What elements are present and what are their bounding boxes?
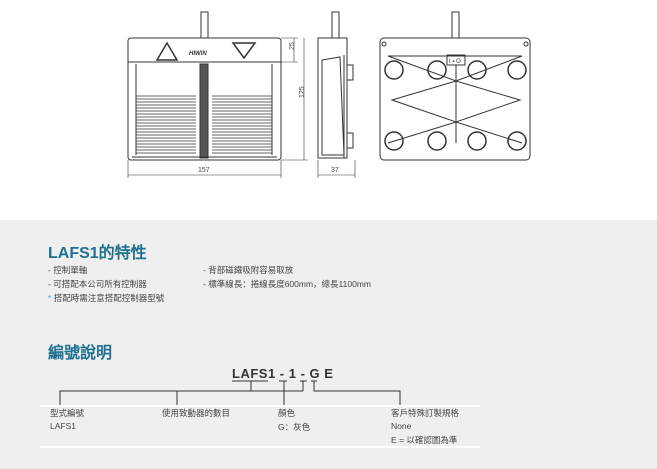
note-mark: * (48, 293, 52, 303)
code-model: LAFS1 (232, 366, 276, 381)
switch-label: I ▪ O (449, 59, 461, 65)
note-text: 搭配時需注意搭配控制器型號 (53, 293, 165, 303)
side-view (317, 11, 354, 159)
code-color: G (309, 366, 321, 381)
model-code: LAFS1 - 1 - G E (232, 366, 333, 381)
dim-width-label: 157 (198, 167, 210, 174)
features-title: LAFS1的特性 (48, 245, 147, 262)
foot-switch-drawing: HIWIN 25 125 157 37 I ▪ O (127, 11, 531, 178)
field-model-label: 型式編號 (50, 408, 85, 418)
feature-item: - 可搭配本公司所有控制器 (48, 279, 147, 289)
feature-item: - 背部磁鐵吸附容易取放 (203, 265, 294, 275)
field-color-label: 顏色 (278, 408, 296, 418)
dim-top-label: 25 (289, 42, 296, 50)
feature-item: - 標準線長：捲線長度600mm，總長1100mm (203, 279, 371, 289)
field-model-value: LAFS1 (50, 421, 76, 431)
feature-note: * 搭配時需注意搭配控制器型號 (48, 292, 164, 304)
code-count: 1 (288, 366, 297, 381)
feature-item: - 控制單軸 (48, 265, 88, 275)
field-custom-value: None (391, 421, 412, 431)
dim-depth-label: 37 (331, 167, 339, 174)
field-color-value: G：灰色 (278, 422, 311, 432)
dim-height-label: 125 (299, 86, 306, 98)
field-custom-label: 客戶特殊訂製規格 (391, 408, 460, 418)
code-sep: - (275, 366, 289, 381)
code-sep: - (296, 366, 310, 381)
back-view: I ▪ O (379, 11, 531, 161)
brand-logo: HIWIN (189, 51, 207, 57)
front-view: HIWIN (127, 11, 282, 161)
field-custom-value: E = 以確認圖為準 (391, 435, 458, 445)
code-custom: E (324, 366, 334, 381)
ordering-title: 編號說明 (48, 345, 113, 362)
dimension-lines (127, 37, 356, 178)
info-panel (0, 220, 657, 469)
field-count-label: 使用致動器的數目 (162, 408, 231, 418)
